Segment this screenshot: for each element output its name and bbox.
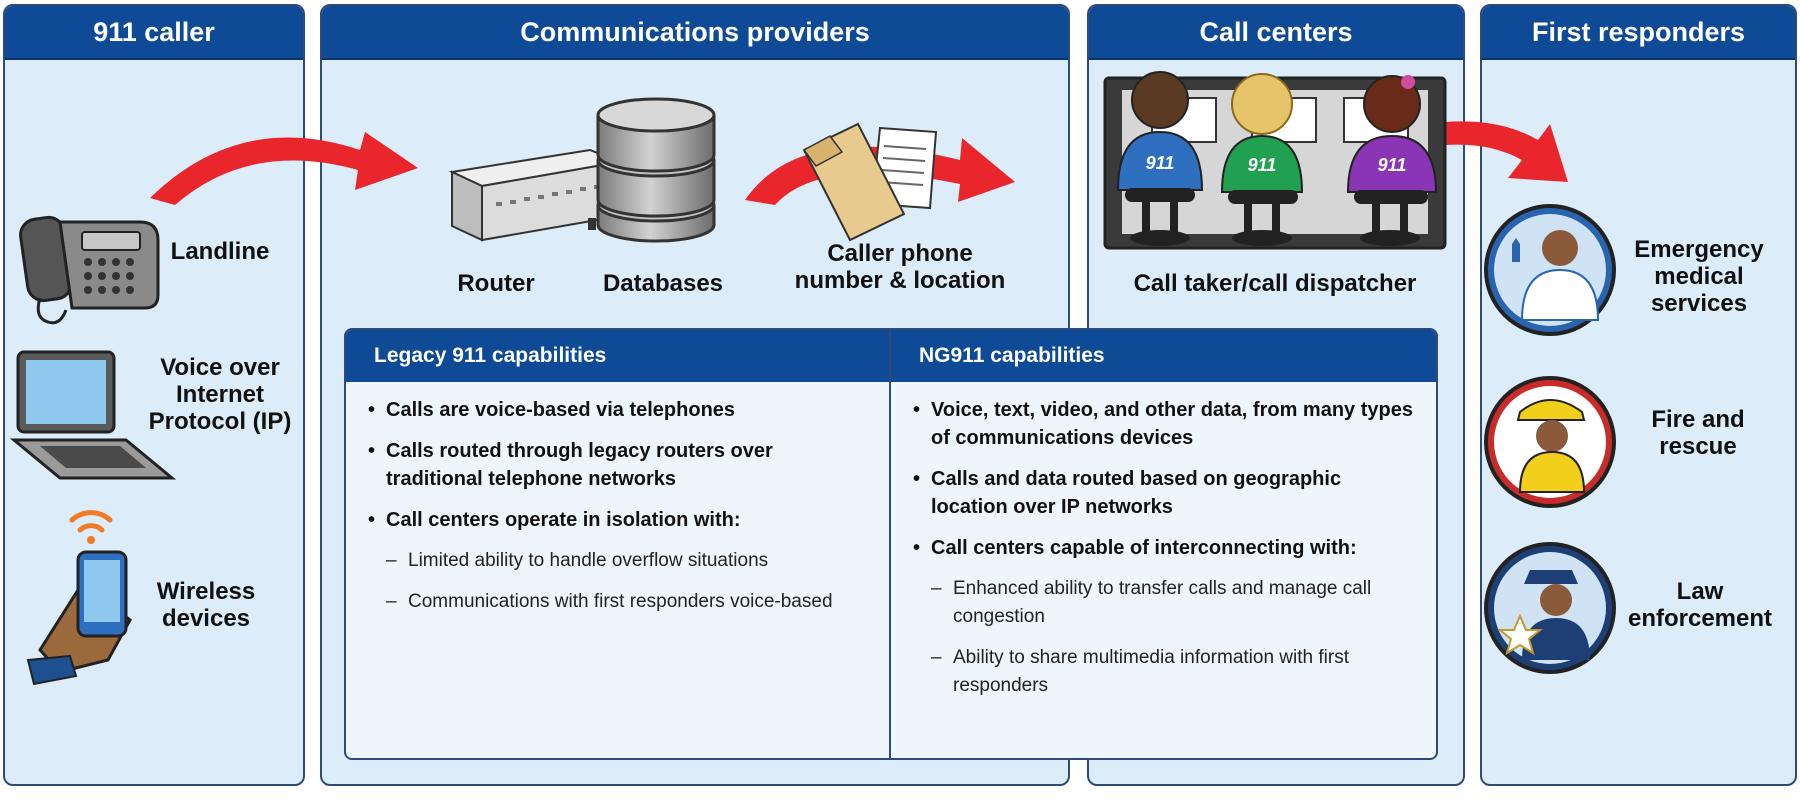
ng911-capabilities-list: Voice, text, video, and other data, from… <box>891 382 1436 700</box>
badge-911-1: 911 <box>1145 153 1175 173</box>
badge-911-2: 911 <box>1247 155 1277 175</box>
legacy-item: Calls are voice-based via telephones <box>368 396 871 424</box>
legacy-item: Calls routed through legacy routers over… <box>368 437 871 493</box>
panel-first-responders: First responders <box>1480 4 1797 786</box>
ng911-subitem: Ability to share multimedia information … <box>913 644 1418 700</box>
label-router: Router <box>457 270 535 297</box>
legacy-subitem: Limited ability to handle overflow situa… <box>368 547 871 575</box>
label-landline: Landline <box>170 238 270 265</box>
legacy-capabilities-header: Legacy 911 capabilities <box>346 330 889 382</box>
panel-title-responders: First responders <box>1482 6 1795 60</box>
ng911-item: Voice, text, video, and other data, from… <box>913 396 1418 452</box>
legacy-capabilities-column: Legacy 911 capabilities Calls are voice-… <box>346 330 891 758</box>
ng911-capabilities-header: NG911 capabilities <box>891 330 1436 382</box>
ng911-capabilities-column: NG911 capabilities Voice, text, video, a… <box>891 330 1436 758</box>
ng911-item: Call centers capable of interconnecting … <box>913 534 1418 562</box>
ng911-subitem: Enhanced ability to transfer calls and m… <box>913 575 1418 631</box>
label-ems: Emergency medical services <box>1634 236 1764 317</box>
panel-title-providers: Communications providers <box>322 6 1068 60</box>
panel-title-centers: Call centers <box>1089 6 1463 60</box>
label-caller-info: Caller phone number & location <box>794 240 1006 294</box>
ng911-item: Calls and data routed based on geographi… <box>913 465 1418 521</box>
legacy-subitem: Communications with first responders voi… <box>368 588 871 616</box>
label-voip: Voice over Internet Protocol (IP) <box>148 354 292 435</box>
panel-title-caller: 911 caller <box>5 6 303 60</box>
capabilities-comparison: Legacy 911 capabilities Calls are voice-… <box>344 328 1438 760</box>
legacy-capabilities-list: Calls are voice-based via telephones Cal… <box>346 382 889 616</box>
label-databases: Databases <box>602 270 724 297</box>
label-dispatcher: Call taker/call dispatcher <box>1133 270 1417 297</box>
label-law: Law enforcement <box>1627 578 1773 632</box>
legacy-item: Call centers operate in isolation with: <box>368 506 871 534</box>
label-fire: Fire and rescue <box>1651 406 1745 460</box>
label-wireless: Wireless devices <box>156 578 256 632</box>
badge-911-3: 911 <box>1377 155 1407 175</box>
